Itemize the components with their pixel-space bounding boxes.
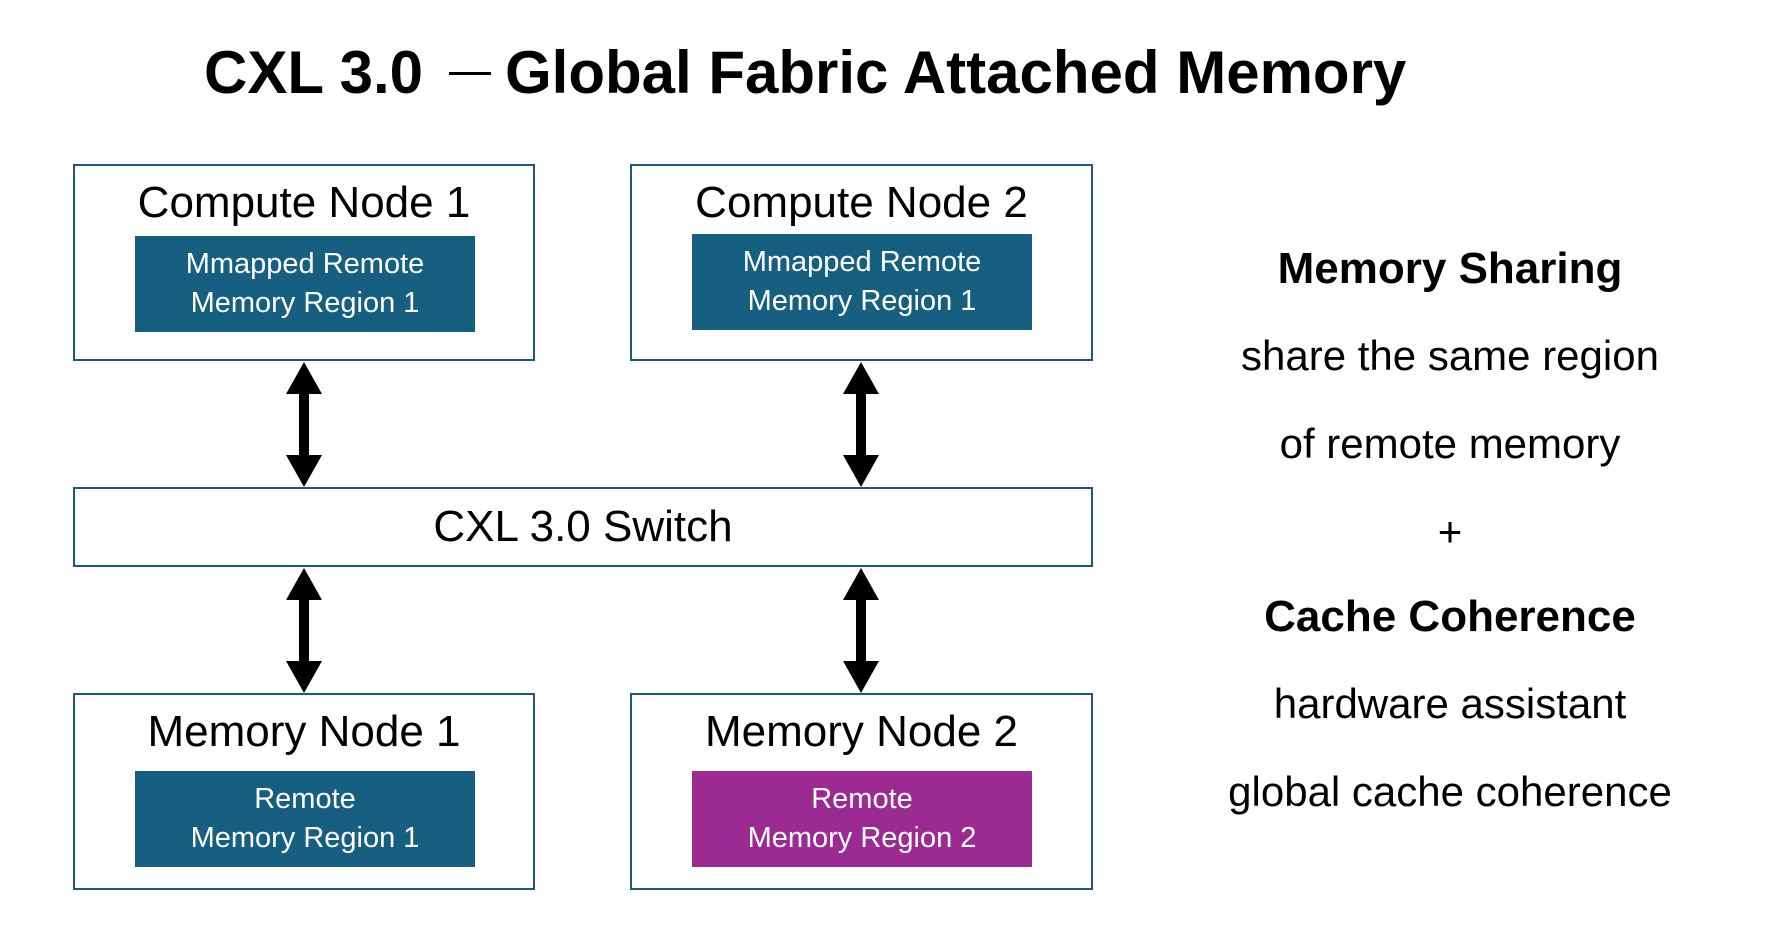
title-left: CXL 3.0 (204, 39, 423, 106)
arrow-switch-memory-1 (286, 568, 322, 693)
cache-coherence-heading: Cache Coherence (1264, 592, 1636, 641)
cxl-switch: CXL 3.0 Switch (73, 487, 1093, 567)
compute-node-2-region-line1: Mmapped Remote (742, 246, 982, 278)
compute-node-1-region-line1: Mmapped Remote (185, 248, 425, 280)
title-right: Global Fabric Attached Memory (505, 39, 1407, 106)
memory-node-2-title: Memory Node 2 (704, 707, 1018, 756)
compute-node-1-region-line2: Memory Region 1 (190, 287, 420, 319)
memory-node-1-region: Remote Memory Region 1 (135, 771, 475, 867)
memory-node-1: Memory Node 1 Remote Memory Region 1 (73, 693, 535, 890)
compute-node-2-title: Compute Node 2 (695, 178, 1028, 227)
memory-node-1-region-line1: Remote (254, 783, 356, 815)
memory-node-2-region-line2: Memory Region 2 (747, 822, 977, 854)
compute-node-1: Compute Node 1 Mmapped Remote Memory Reg… (73, 164, 535, 361)
cache-coherence-line-2: global cache coherence (1228, 768, 1672, 815)
memory-node-1-region-line2: Memory Region 1 (190, 822, 420, 854)
compute-node-2: Compute Node 2 Mmapped Remote Memory Reg… (630, 164, 1093, 361)
compute-node-2-region: Mmapped Remote Memory Region 1 (692, 234, 1032, 330)
plus-sign: + (1437, 508, 1463, 555)
cache-coherence-line-1: hardware assistant (1273, 680, 1627, 727)
compute-node-1-region: Mmapped Remote Memory Region 1 (135, 236, 475, 332)
memory-sharing-line-1: share the same region (1241, 332, 1659, 379)
memory-node-2: Memory Node 2 Remote Memory Region 2 (630, 693, 1093, 890)
memory-sharing-line-2: of remote memory (1279, 420, 1621, 467)
compute-node-2-region-line2: Memory Region 1 (747, 285, 977, 317)
arrow-compute-2-switch (843, 362, 879, 487)
title-dash (449, 71, 491, 75)
memory-sharing-heading: Memory Sharing (1277, 244, 1623, 293)
compute-node-1-title: Compute Node 1 (137, 178, 471, 227)
page-title: CXL 3.0 Global Fabric Attached Memory (204, 38, 1406, 107)
memory-node-1-title: Memory Node 1 (147, 707, 461, 756)
arrow-compute-1-switch (286, 362, 322, 487)
memory-node-2-region-line1: Remote (811, 783, 913, 815)
arrow-switch-memory-2 (843, 568, 879, 693)
memory-node-2-region: Remote Memory Region 2 (692, 771, 1032, 867)
cxl-switch-label: CXL 3.0 Switch (433, 502, 733, 551)
